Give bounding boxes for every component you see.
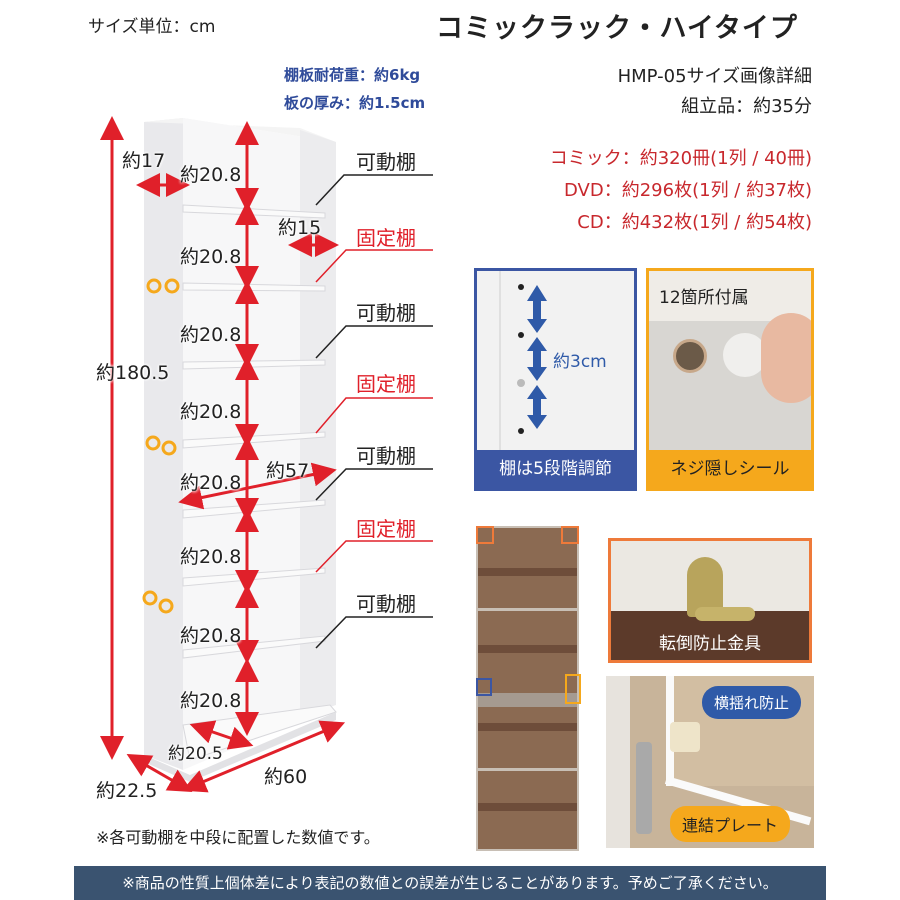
screw-icon	[673, 339, 707, 373]
footnote: ※各可動棚を中段に配置した数値です。	[96, 828, 380, 847]
shelf-label-fixed: 固定棚	[356, 226, 416, 250]
shelf-label-movable: 可動棚	[356, 301, 416, 325]
finger-image	[761, 313, 811, 403]
marker-orange-top-left	[476, 526, 494, 544]
dim-shelf-gap-2: 約20.8	[180, 246, 242, 268]
shelf-label-fixed: 固定棚	[356, 372, 416, 396]
dim-shelf-gap-1: 約20.8	[180, 164, 242, 186]
sway-prevention-bubble: 横揺れ防止	[702, 686, 802, 719]
dim-inner-depth-top: 約17	[122, 150, 166, 172]
dim-shelf-gap-8: 約20.8	[180, 690, 242, 712]
back-panel-photo	[476, 526, 581, 851]
dim-shelf-gap-4: 約20.8	[180, 401, 242, 423]
dim-side-depth: 約15	[278, 217, 322, 239]
disclaimer-bar: ※商品の性質上個体差により表記の数値との誤差が生じることがあります。予めご了承く…	[74, 866, 826, 900]
sticker-icon	[723, 333, 767, 377]
sticker-count-label: 12箇所付属	[649, 271, 811, 321]
shelf-label-movable: 可動棚	[356, 592, 416, 616]
shelf-label-movable: 可動棚	[356, 150, 416, 174]
bookshelf-illustration	[100, 116, 433, 793]
marker-blue	[476, 678, 492, 696]
capacity-comic: コミック：約320冊(1列 / 40冊)	[549, 148, 812, 169]
model-line: HMP-05サイズ画像詳細	[617, 66, 812, 87]
capacity-dvd: DVD：約296枚(1列 / 約37枚)	[564, 180, 812, 201]
shelf-load-spec: 棚板耐荷重：約6kg	[284, 66, 421, 84]
dim-shelf-gap-6: 約20.8	[180, 546, 242, 568]
dim-shelf-gap-7: 約20.8	[180, 625, 242, 647]
shelf-label-movable: 可動棚	[356, 444, 416, 468]
shelf-label-fixed: 固定棚	[356, 517, 416, 541]
marker-yellow	[565, 674, 581, 704]
stopper-icon	[670, 722, 700, 752]
connecting-plate-photo: 横揺れ防止 連結プレート	[606, 676, 814, 848]
marker-orange-top-right	[561, 526, 579, 544]
dim-inner-width: 約57	[266, 460, 310, 482]
anti-tip-caption: 転倒防止金具	[659, 634, 761, 654]
size-unit-label: サイズ単位：cm	[88, 17, 216, 37]
adjust-measure: 約3cm	[553, 352, 607, 372]
adjust-arrows-icon	[499, 271, 547, 451]
board-thickness-spec: 板の厚み：約1.5cm	[284, 94, 426, 112]
dim-shelf-gap-3: 約20.8	[180, 324, 242, 346]
dim-outer-width: 約60	[264, 766, 308, 788]
plate-icon	[636, 742, 652, 834]
dim-inner-bottom-depth: 約20.5	[168, 744, 223, 764]
screw-cover-photo: 12箇所付属 ネジ隠しシール	[646, 268, 814, 491]
shelf-adjust-photo: 約3cm 棚は5段階調節	[474, 268, 637, 491]
capacity-cd: CD：約432枚(1列 / 約54枚)	[577, 212, 812, 233]
assembly-time: 組立品：約35分	[681, 96, 812, 117]
anti-tip-bracket-photo: 転倒防止金具	[608, 538, 812, 663]
adjust-caption: 棚は5段階調節	[477, 450, 634, 488]
screw-cover-caption: ネジ隠しシール	[649, 450, 811, 488]
connecting-plate-bubble: 連結プレート	[670, 806, 791, 842]
dim-total-height: 約180.5	[96, 362, 170, 384]
dim-outer-depth: 約22.5	[96, 780, 158, 802]
dim-shelf-gap-5: 約20.8	[180, 472, 242, 494]
product-title: コミックラック・ハイタイプ	[436, 13, 798, 44]
